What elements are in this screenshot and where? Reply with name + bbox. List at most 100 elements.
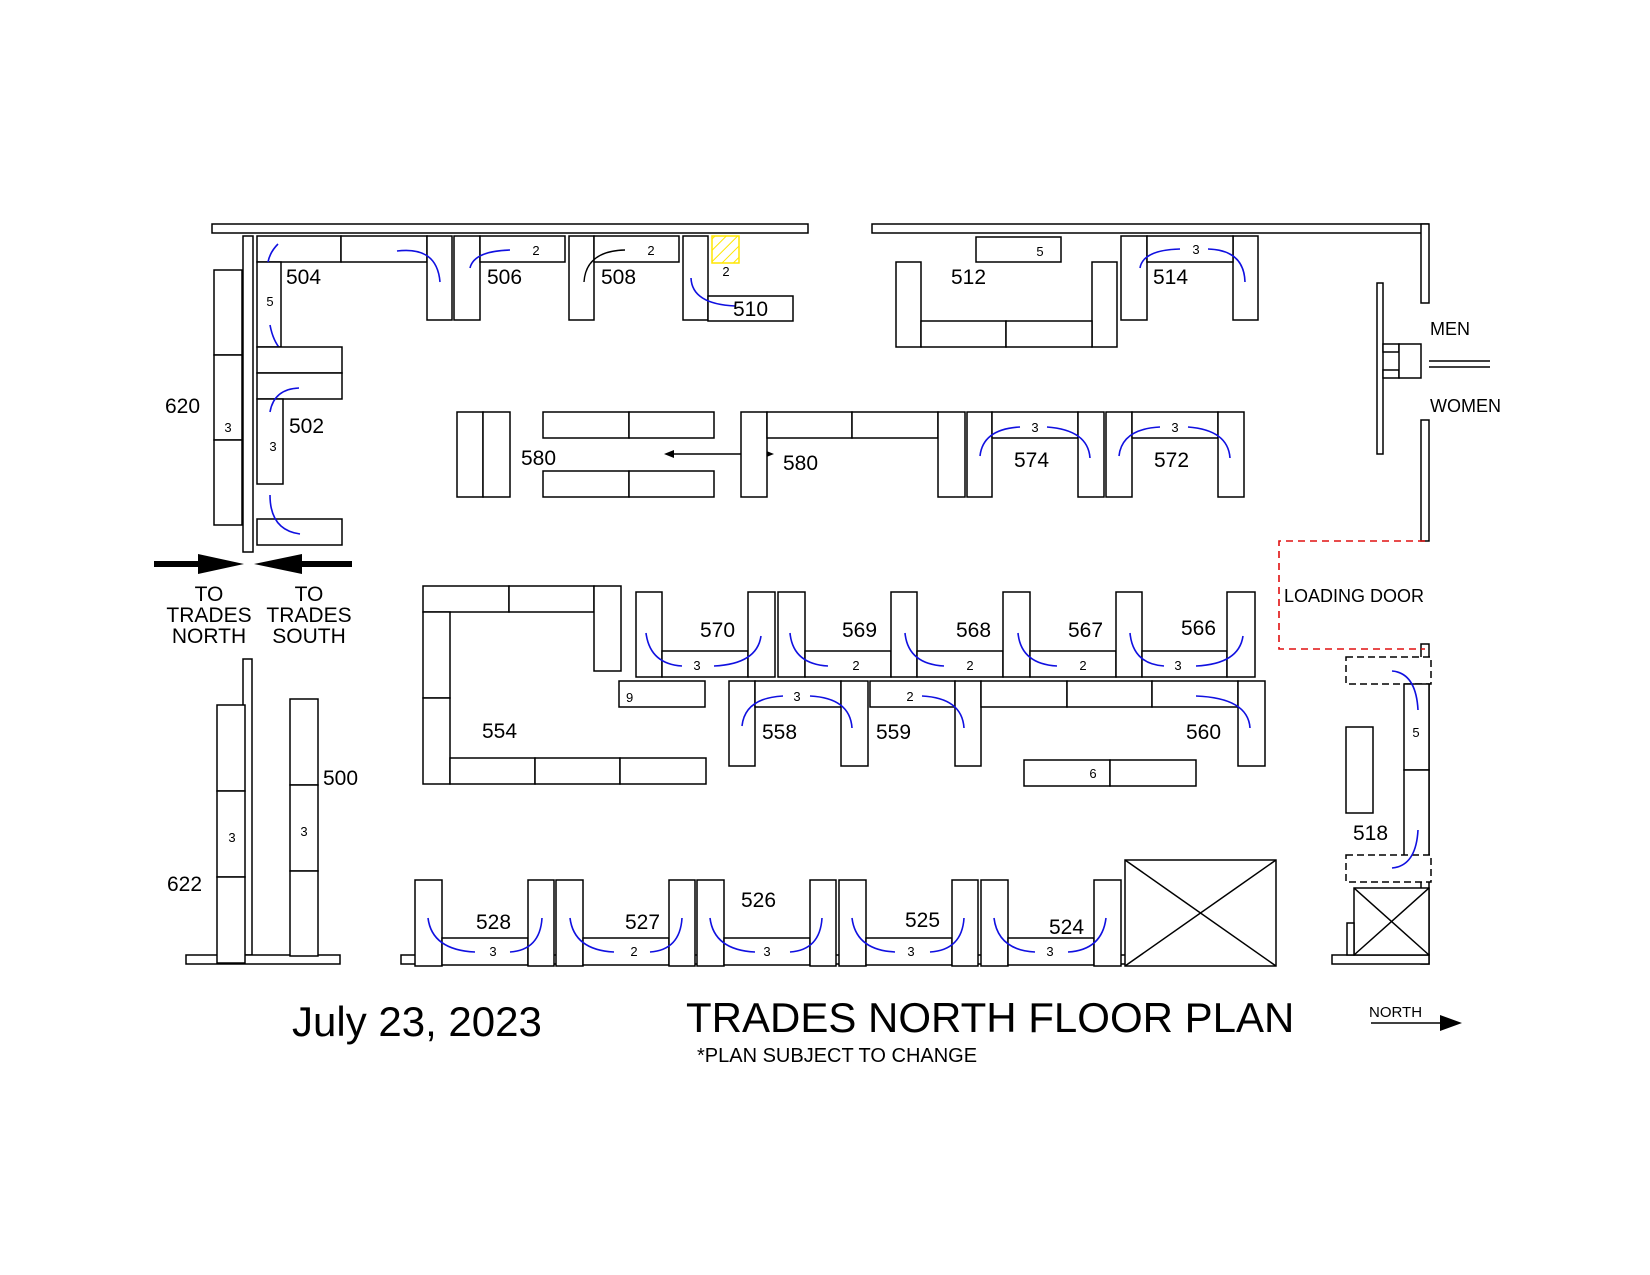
booth-502-label: 502 <box>289 415 324 438</box>
booth-527-label: 527 <box>625 911 660 934</box>
booth-570-label: 570 <box>700 619 735 642</box>
booth-558: 3 558 <box>728 680 869 767</box>
booth-580-east: 580 <box>740 411 966 498</box>
north-arrow: NORTH <box>1369 1004 1462 1031</box>
booth-512-label: 512 <box>951 266 986 289</box>
count-506: 2 <box>532 243 539 258</box>
men-label: MEN <box>1430 319 1470 339</box>
booth-518: 5 518 <box>1345 656 1432 956</box>
count-502: 3 <box>269 439 276 454</box>
count-9: 9 <box>626 690 633 705</box>
booth-567: 2 567 <box>1017 591 1143 678</box>
booth-500: 3 500 <box>289 698 358 957</box>
booth-506: 2 506 <box>453 235 566 321</box>
north-label: NORTH <box>1369 1004 1422 1021</box>
to-trades-south-3: SOUTH <box>272 625 346 648</box>
highlight-marker <box>711 235 740 264</box>
count-504: 5 <box>266 294 273 309</box>
women-label: WOMEN <box>1430 396 1501 416</box>
to-trades-north-3: NORTH <box>172 625 246 648</box>
count-525: 3 <box>907 944 914 959</box>
booth-502: 3 502 <box>256 346 343 546</box>
booth-580-east-label: 580 <box>783 452 818 475</box>
count-518: 5 <box>1412 725 1419 740</box>
booth-504: 5 504 <box>256 235 453 361</box>
booth-514-label: 514 <box>1153 266 1188 289</box>
booth-622-label: 622 <box>167 873 202 896</box>
count-622: 3 <box>228 830 235 845</box>
booth-510-label: 510 <box>733 298 768 321</box>
booth-526-label: 526 <box>741 889 776 912</box>
booth-528: 3 528 <box>414 879 555 967</box>
count-528: 3 <box>489 944 496 959</box>
count-514: 3 <box>1192 242 1199 257</box>
count-566: 3 <box>1174 658 1181 673</box>
count-6: 6 <box>1089 766 1096 781</box>
booth-500-label: 500 <box>323 767 358 790</box>
booth-559: 2 559 <box>869 680 982 767</box>
booth-510: 2 510 <box>682 235 794 322</box>
booth-620: 3 620 <box>165 269 243 526</box>
booth-560-label: 560 <box>1186 721 1221 744</box>
booth-622: 3 622 <box>167 704 246 964</box>
loading-door-outline <box>1278 540 1425 650</box>
count-510: 2 <box>722 264 729 279</box>
booth-504-label: 504 <box>286 266 321 289</box>
storage-block <box>1124 859 1277 967</box>
booth-518-label: 518 <box>1353 822 1388 845</box>
trades-arrows: TO TRADES NORTH TO TRADES SOUTH <box>154 554 352 648</box>
count-569: 2 <box>852 658 859 673</box>
booth-574-label: 574 <box>1014 449 1049 472</box>
count-572: 3 <box>1171 420 1178 435</box>
booth-527: 2 527 <box>555 879 696 967</box>
booth-620-label: 620 <box>165 395 200 418</box>
booth-554: 554 <box>422 585 707 785</box>
booth-569: 2 569 <box>777 591 918 678</box>
count-500: 3 <box>300 824 307 839</box>
booth-566: 3 566 <box>1129 591 1256 678</box>
booth-6: 6 <box>1023 759 1197 787</box>
booth-570: 3 570 <box>635 591 776 678</box>
count-526: 3 <box>763 944 770 959</box>
count-524: 3 <box>1046 944 1053 959</box>
plan-date: July 23, 2023 <box>292 998 542 1045</box>
plan-title: TRADES NORTH FLOOR PLAN <box>686 994 1294 1041</box>
count-620: 3 <box>224 420 231 435</box>
booth-9: 9 <box>618 680 706 708</box>
booth-525-label: 525 <box>905 909 940 932</box>
booth-580-west: 580 <box>456 411 774 498</box>
count-559: 2 <box>906 689 913 704</box>
count-558: 3 <box>793 689 800 704</box>
booth-525: 3 525 <box>838 879 979 967</box>
booth-506-label: 506 <box>487 266 522 289</box>
booth-559-label: 559 <box>876 721 911 744</box>
count-508: 2 <box>647 243 654 258</box>
booth-568: 2 568 <box>904 591 1031 678</box>
booth-512: 5 512 <box>895 236 1118 348</box>
booth-508: 2 508 <box>568 235 680 321</box>
booth-566-label: 566 <box>1181 617 1216 640</box>
booth-524-label: 524 <box>1049 916 1084 939</box>
count-568: 2 <box>966 658 973 673</box>
to-trades-north-2: TRADES <box>166 604 251 627</box>
booth-514: 3 514 <box>1120 235 1259 321</box>
count-570: 3 <box>693 658 700 673</box>
count-567: 2 <box>1079 658 1086 673</box>
booth-568-label: 568 <box>956 619 991 642</box>
booth-554-label: 554 <box>482 720 517 743</box>
booth-574: 3 574 <box>966 411 1105 498</box>
plan-subtitle: *PLAN SUBJECT TO CHANGE <box>697 1045 977 1067</box>
booth-572-label: 572 <box>1154 449 1189 472</box>
north-arrow-icon <box>1440 1015 1462 1031</box>
loading-door-label: LOADING DOOR <box>1284 586 1424 606</box>
booth-526: 3 526 <box>696 879 837 967</box>
booth-560: 560 <box>980 680 1266 767</box>
booth-528-label: 528 <box>476 911 511 934</box>
booth-572: 3 572 <box>1105 411 1245 498</box>
booth-569-label: 569 <box>842 619 877 642</box>
booth-580-west-label: 580 <box>521 447 556 470</box>
booth-508-label: 508 <box>601 266 636 289</box>
booth-524: 3 524 <box>980 879 1122 967</box>
booth-567-label: 567 <box>1068 619 1103 642</box>
